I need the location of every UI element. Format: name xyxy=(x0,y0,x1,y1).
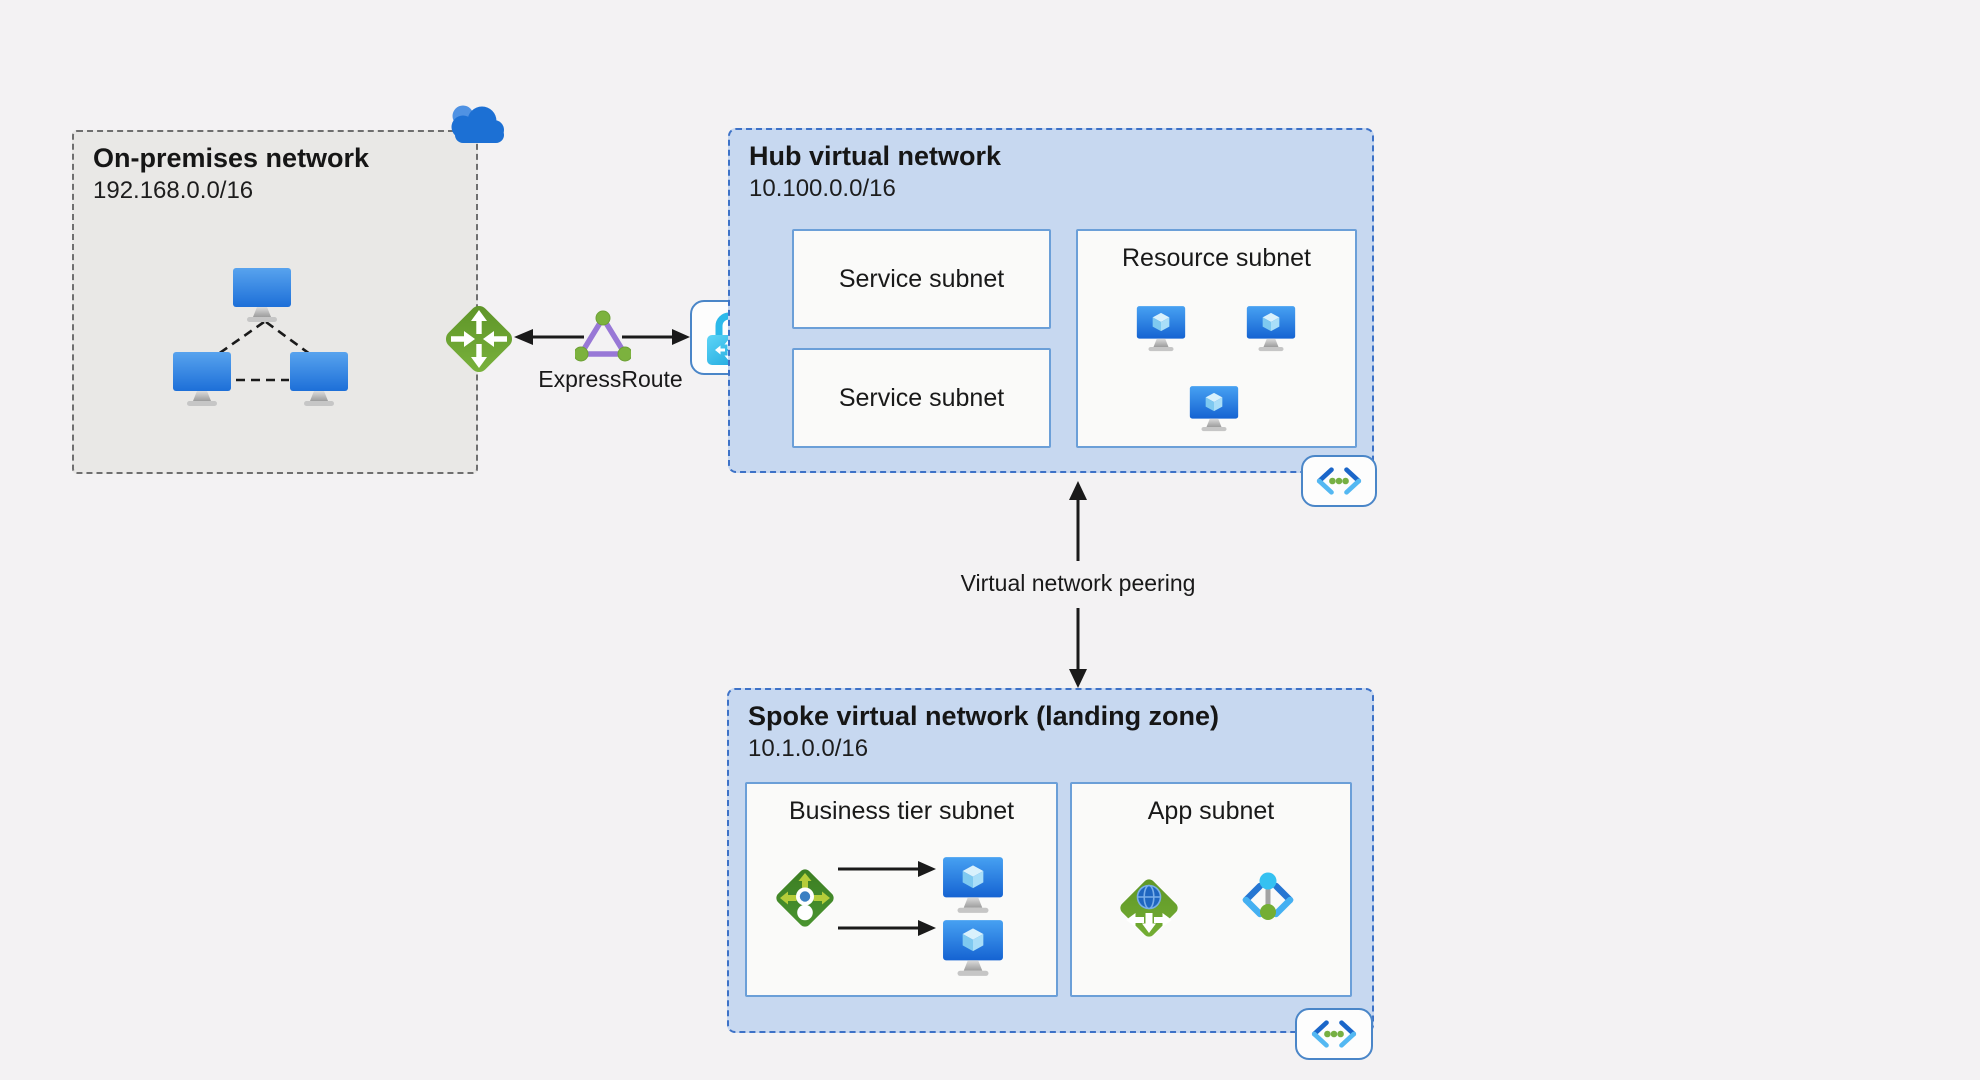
spoke-vnet-badge xyxy=(1295,1008,1373,1060)
virtual-machine-icon xyxy=(943,920,1003,976)
virtual-machine-icon xyxy=(943,857,1003,913)
peering-arrow-down xyxy=(1069,608,1087,688)
cloud-icon xyxy=(451,105,504,143)
expressroute-label: ExpressRoute xyxy=(538,366,683,392)
hub-vnet-badge xyxy=(1301,455,1377,507)
hub-cidr: 10.100.0.0/16 xyxy=(749,175,896,202)
virtual-machine-icon xyxy=(1136,306,1186,352)
app-subnet-label: App subnet xyxy=(1147,797,1275,825)
business-subnet-label: Business tier subnet xyxy=(788,797,1015,825)
resource-subnet-label: Resource subnet xyxy=(1121,244,1311,272)
hub-title: Hub virtual network xyxy=(749,141,1002,171)
code-api-icon xyxy=(1242,872,1294,920)
hub-subnet-service-2: Service subnet xyxy=(792,348,1051,448)
workstation-icon xyxy=(290,352,348,406)
lb-arrow-1 xyxy=(838,861,936,877)
peering-label: Virtual network peering xyxy=(960,570,1196,596)
onprem-title: On-premises network xyxy=(93,143,370,173)
lb-arrow-2 xyxy=(838,920,936,936)
onprem-network-links xyxy=(213,320,315,382)
service-subnet-1-label: Service subnet xyxy=(838,264,1005,293)
onprem-cidr: 192.168.0.0/16 xyxy=(93,177,254,204)
expressroute-circuit-icon xyxy=(575,310,631,362)
service-subnet-2-label: Service subnet xyxy=(838,383,1005,412)
virtual-machine-icon xyxy=(1189,386,1239,432)
spoke-subnet-app: App subnet xyxy=(1070,782,1352,997)
spoke-cidr: 10.1.0.0/16 xyxy=(748,735,869,762)
router-gateway-icon xyxy=(445,305,513,373)
workstation-icon xyxy=(233,268,291,322)
hub-subnet-service-1: Service subnet xyxy=(792,229,1051,329)
onprem-network-box: On-premises network 192.168.0.0/16 xyxy=(72,130,478,474)
virtual-machine-icon xyxy=(1246,306,1296,352)
load-balancer-icon xyxy=(776,869,834,927)
connection-arrow-right xyxy=(622,329,690,345)
virtual-network-icon xyxy=(1316,467,1362,495)
virtual-network-icon xyxy=(1311,1020,1357,1048)
spoke-title: Spoke virtual network (landing zone) xyxy=(748,701,1220,731)
peering-arrow-up xyxy=(1069,481,1087,561)
application-gateway-icon xyxy=(1120,879,1178,937)
connection-arrow-left xyxy=(514,329,584,345)
workstation-icon xyxy=(173,352,231,406)
